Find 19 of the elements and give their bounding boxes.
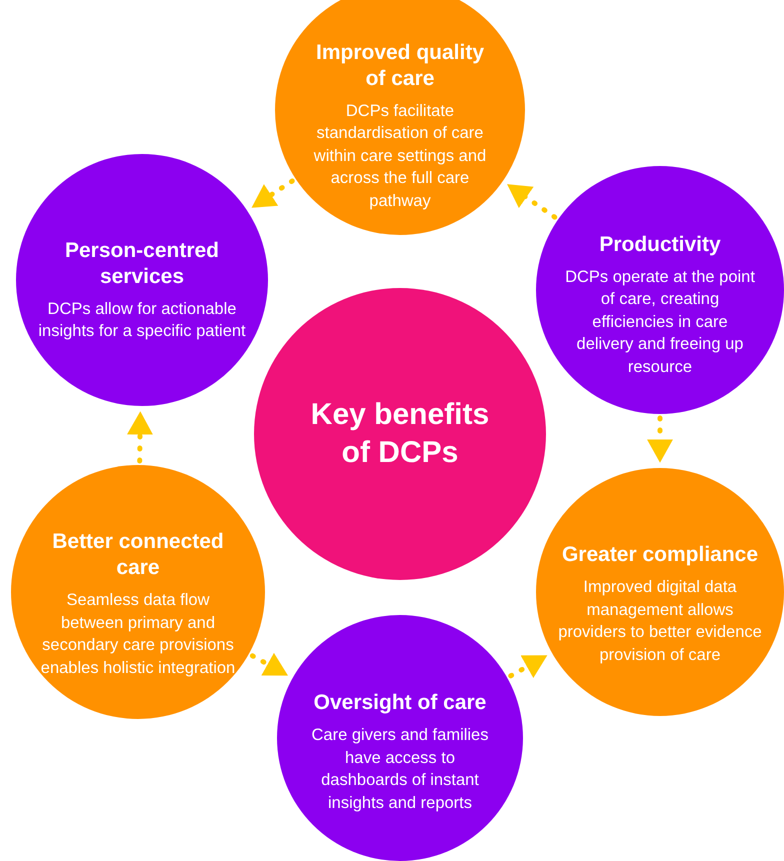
circle-description: Seamless data flow between primary and secondary care provisions enables holistic integration — [40, 590, 236, 678]
circle-heading: Productivity — [598, 232, 722, 258]
circle-description: Improved digital data management allows providers to better evidence provision of care — [558, 577, 762, 666]
circle-heading: Person-centred services — [64, 238, 220, 290]
circle-description: DCPs facilitate standardisation of care within care settings and across the full care pathway — [312, 100, 488, 212]
circle-heading: Better connected care — [51, 529, 225, 581]
dotted-arrow — [250, 652, 288, 676]
dotted-arrow — [252, 178, 295, 208]
circle-heading: Oversight of care — [312, 690, 488, 716]
dotted-arrow — [647, 416, 673, 463]
circle-heading: Improved quality of care — [314, 40, 486, 92]
circle-description: Care givers and families have access to dashboards of instant insights and reports — [310, 725, 490, 814]
dotted-arrow — [508, 655, 548, 678]
circle-heading: Greater compliance — [560, 542, 760, 568]
circle-heading: Key benefits of DCPs — [310, 397, 490, 471]
dotted-arrow — [127, 411, 154, 464]
dotted-arrow — [507, 184, 558, 220]
circle-description: DCPs allow for actionable insights for a specific patient — [37, 298, 247, 342]
circle-description: DCPs operate at the point of care, creating efficiencies in care delivery and freeing up resource — [565, 266, 755, 378]
